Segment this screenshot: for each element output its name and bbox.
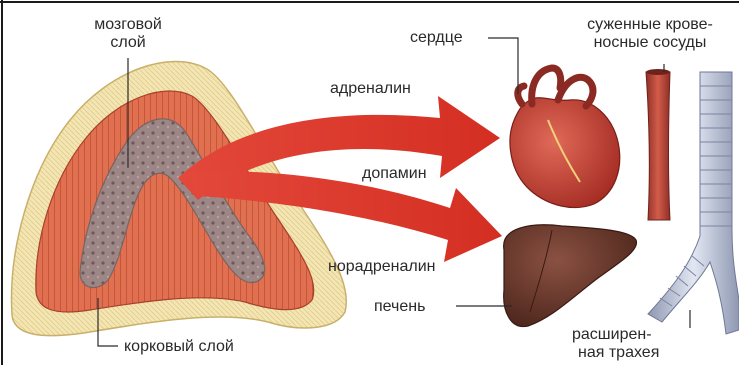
label-vessels-line2: носные сосуды (562, 34, 738, 52)
heart-body (510, 98, 620, 208)
label-trachea: расширен- ная трахея (572, 326, 659, 362)
vessel-tube (646, 72, 670, 220)
heart-leader (488, 38, 518, 94)
vessel-opening (646, 69, 670, 75)
label-medulla: мозговой слой (78, 16, 178, 52)
label-vessels: суженные крове- носные сосуды (562, 16, 738, 52)
liver-organ (504, 225, 637, 327)
label-heart: сердце (410, 29, 463, 47)
label-noradrenaline: норадреналин (328, 258, 436, 276)
heart-organ (510, 68, 620, 208)
label-trachea-line1: расширен- (572, 326, 659, 344)
label-vessels-line1: суженные крове- (562, 16, 738, 34)
label-medulla-line2: слой (78, 34, 178, 52)
label-dopamine: допамин (362, 165, 427, 183)
liver-body (504, 225, 637, 327)
label-trachea-line2: ная трахея (578, 344, 659, 362)
label-adrenaline: адреналин (330, 80, 411, 98)
label-medulla-line1: мозговой (78, 16, 178, 34)
label-liver: печень (374, 298, 425, 316)
narrowed-vessel (646, 69, 670, 220)
label-cortex: корковый слой (124, 338, 234, 356)
